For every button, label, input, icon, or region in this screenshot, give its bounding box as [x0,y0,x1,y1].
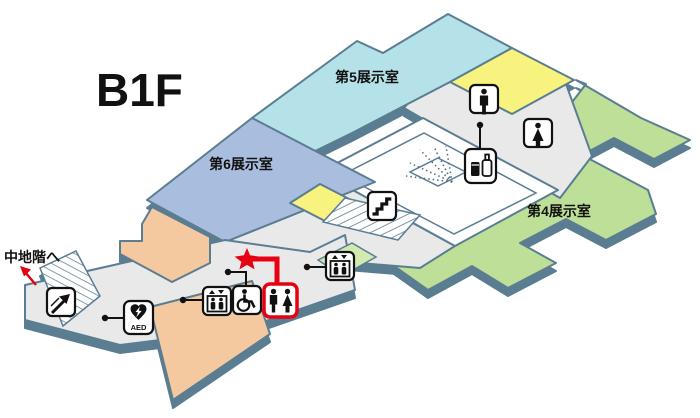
mens-restroom-icon[interactable] [468,83,500,115]
aed-label: AED [131,323,147,332]
fountain-icon [405,145,468,187]
floor-title: B1F [96,64,183,116]
icons-layer: AED [45,83,554,336]
current-location-star [234,248,260,270]
mezzanine-arrow-icon [20,266,37,286]
aed-icon[interactable]: AED [122,299,155,336]
room-5-label: 第5展示室 [335,69,399,85]
wheelchair-icon[interactable] [231,284,263,316]
mezzanine-label: 中地階へ [4,249,60,265]
room-orange-upper[interactable] [119,206,211,283]
leader-lines [101,121,484,322]
vending-machine-icon[interactable] [463,147,498,185]
restroom-icon[interactable] [262,282,299,319]
route-path [250,256,280,287]
elevator-icon[interactable] [324,250,356,282]
elevator-icon[interactable] [201,285,233,317]
womens-restroom-icon[interactable] [522,117,554,149]
escalator-icon[interactable] [45,286,77,318]
room-4-label: 第4展示室 [527,203,591,219]
room-6-label: 第6展示室 [209,156,273,172]
stairs-icon[interactable] [366,190,398,222]
